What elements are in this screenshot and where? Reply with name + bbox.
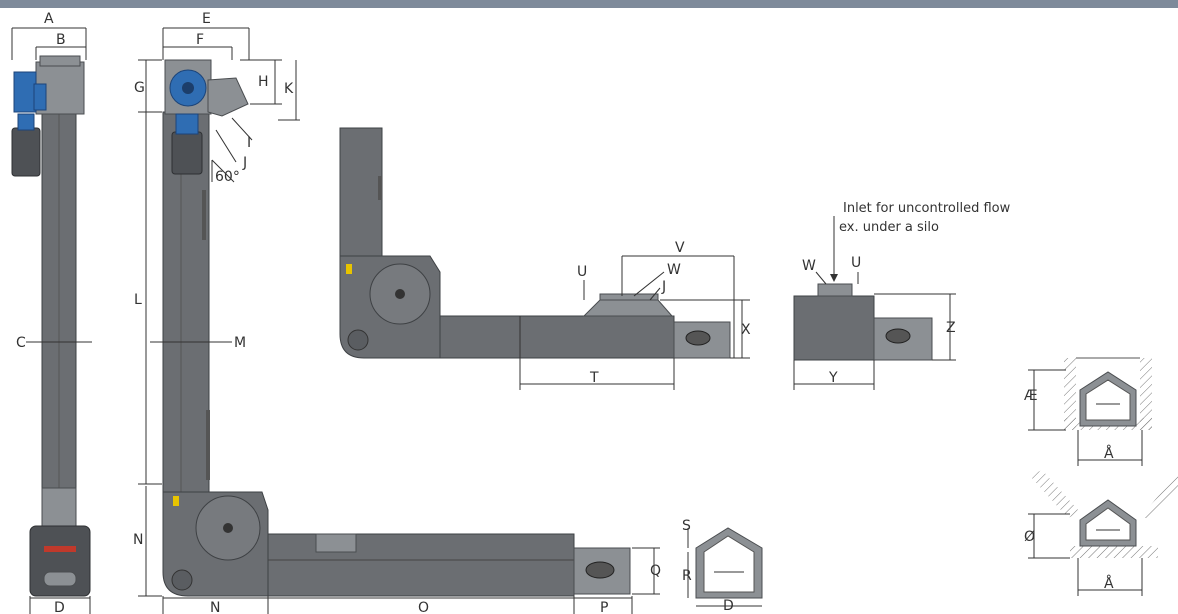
dim-A: A [44,11,54,27]
cross-section-dimensions: S R D [682,518,762,614]
dim-C: C [16,335,26,351]
dim-D-section: D [723,598,734,614]
pit-installation-view [1064,357,1152,430]
dim-L: L [134,292,142,308]
inlet-section-view [793,283,933,361]
note-line-2: ex. under a silo [839,220,939,235]
dim-J-middle: J [661,279,666,295]
v-trough-installation-dimensions: Ø Å [1024,513,1143,596]
dim-K: K [284,81,294,97]
dim-H: H [258,74,269,90]
dim-D-side: D [54,600,65,614]
dim-U-middle: U [577,264,587,280]
side-view-dimensions: A B C D [11,11,92,614]
dim-Z: Z [946,320,956,336]
dim-S: S [682,518,691,534]
photo-strip [0,0,1178,8]
dim-E: E [202,11,211,27]
dim-M: M [234,335,246,351]
dim-Y: Y [828,370,838,386]
front-view [162,59,631,597]
dim-T: T [589,370,599,386]
dim-J-front: J [242,155,247,171]
dim-OE: Ø [1024,529,1035,545]
dim-U-inlet: U [851,255,861,271]
v-trough-installation-view [1030,470,1178,558]
dim-I: I [247,135,251,151]
dim-AA-pit: Å [1104,445,1114,462]
middle-conveyor-dimensions: V U W J X T [519,240,751,390]
middle-conveyor-view [339,127,731,359]
dim-W-inlet: W [802,258,816,274]
dim-F: F [196,32,204,48]
dim-Q: Q [650,563,661,579]
angle-label: 60° [215,169,240,185]
dim-AA-vtrough: Å [1104,575,1114,592]
dim-V: V [675,240,685,256]
cross-section-view [695,527,763,599]
dim-B: B [56,32,66,48]
dim-P: P [600,600,608,614]
note-line-1: Inlet for uncontrolled flow [843,201,1011,216]
side-view [11,55,91,597]
pit-installation-dimensions: Æ Å [1024,369,1143,466]
dim-W-middle: W [667,262,681,278]
front-view-dimensions: E F G H K I J 60° L M N N O [133,11,661,614]
dim-X: X [741,322,751,338]
dim-N-horizontal: N [210,600,220,614]
dim-R: R [682,568,692,584]
dim-G: G [134,80,145,96]
dim-N-vertical: N [133,532,143,548]
inlet-section-dimensions: Inlet for uncontrolled flow ex. under a … [793,201,1011,390]
dim-O: O [418,600,429,614]
dim-AE: Æ [1024,388,1038,404]
